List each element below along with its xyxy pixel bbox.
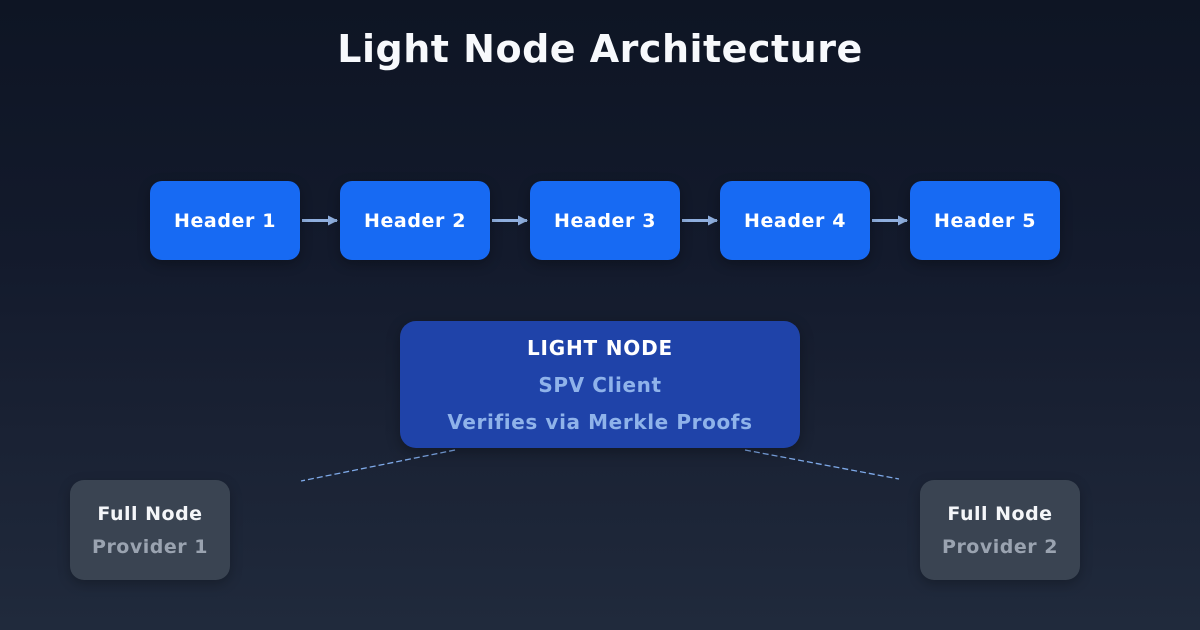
- full-node-1-provider: Provider 1: [92, 535, 208, 558]
- header-block-3: Header 3: [530, 181, 680, 260]
- header-block-1-label: Header 1: [173, 209, 277, 232]
- header-block-2: Header 2: [340, 181, 490, 260]
- full-node-2-provider: Provider 2: [942, 535, 1058, 558]
- header-block-2-label: Header 2: [363, 209, 467, 232]
- light-node-link-right: [744, 449, 900, 480]
- header-block-5-label: Header 5: [933, 209, 1037, 232]
- full-node-box-1: Full Node Provider 1: [70, 480, 230, 580]
- light-node-link-left: [300, 449, 456, 482]
- light-node-detail: Verifies via Merkle Proofs: [447, 409, 753, 434]
- full-node-2-title: Full Node: [947, 502, 1053, 525]
- header-block-4-label: Header 4: [743, 209, 847, 232]
- header-block-1: Header 1: [150, 181, 300, 260]
- full-node-1-title: Full Node: [97, 502, 203, 525]
- header-block-5: Header 5: [910, 181, 1060, 260]
- light-node-box: LIGHT NODE SPV Client Verifies via Merkl…: [400, 321, 800, 448]
- light-node-title: LIGHT NODE: [527, 335, 673, 360]
- full-node-box-2: Full Node Provider 2: [920, 480, 1080, 580]
- diagram-title: Light Node Architecture: [337, 27, 863, 71]
- light-node-role: SPV Client: [538, 372, 662, 397]
- header-block-4: Header 4: [720, 181, 870, 260]
- header-block-3-label: Header 3: [553, 209, 657, 232]
